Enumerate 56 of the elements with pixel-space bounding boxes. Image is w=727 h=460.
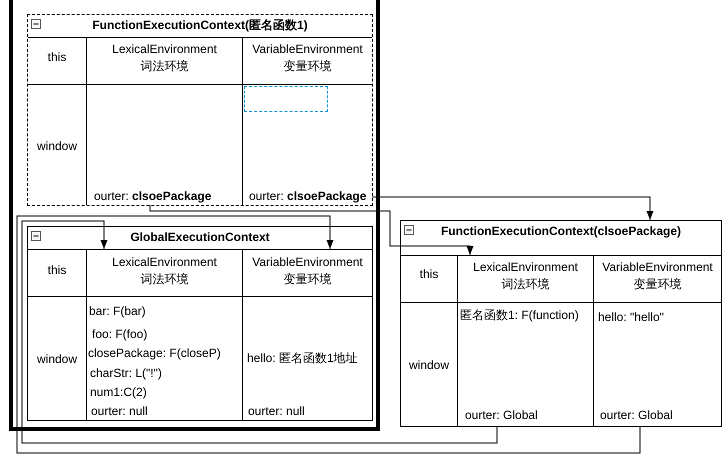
binding-entry: num1:C(2) (90, 385, 147, 399)
header-translation: 变量环境 (284, 59, 332, 73)
row-label: this (420, 267, 438, 281)
table-cell (242, 296, 372, 420)
row-label: window (36, 139, 78, 153)
table-cell (593, 255, 721, 302)
stack-frame (9, 0, 380, 431)
table-title: GlobalExecutionContext (130, 230, 270, 244)
table-cell (242, 249, 372, 296)
column-header: VariableEnvironment (602, 260, 713, 274)
binding-entry: 匿名函数1: F(function) (460, 308, 579, 322)
row-label: window (36, 352, 78, 366)
header-translation: 词法环境 (140, 272, 188, 286)
binding-entry: bar: F(bar) (89, 304, 146, 318)
table-cell (457, 255, 593, 302)
binding-entry: ourter: clsoePackage (94, 189, 212, 203)
connector-arrow (372, 196, 654, 220)
binding-entry: hello: "hello" (598, 310, 664, 324)
table-title: FunctionExecutionContext(clsoePackage) (440, 224, 682, 238)
column-header: LexicalEnvironment (112, 42, 217, 56)
column-header: LexicalEnvironment (112, 255, 217, 269)
table-cell (86, 84, 242, 205)
binding-entry: ourter: clsoePackage (249, 189, 366, 203)
binding-entry: ourter: Global (600, 408, 673, 422)
column-header: LexicalEnvironment (473, 260, 578, 274)
header-translation: 词法环境 (140, 59, 188, 73)
column-header: VariableEnvironment (252, 255, 363, 269)
table-cell (593, 302, 721, 426)
empty-slot (244, 86, 328, 112)
binding-entry: ourter: Global (465, 408, 538, 422)
context-table (400, 220, 722, 427)
header-translation: 词法环境 (502, 277, 550, 291)
binding-entry: foo: F(foo) (92, 327, 148, 341)
table-cell (242, 37, 372, 84)
row-label: this (48, 50, 66, 64)
connector-arrow (150, 204, 474, 256)
header-translation: 变量环境 (634, 277, 682, 291)
binding-entry: closePackage: F(closeP) (88, 346, 221, 360)
table-cell (86, 296, 242, 420)
table-cell (457, 302, 593, 426)
binding-entry: ourter: null (91, 404, 148, 418)
table-cell (86, 37, 242, 84)
row-label: this (48, 263, 66, 277)
binding-entry: ourter: null (248, 404, 305, 418)
context-table (27, 14, 373, 206)
connector-arrow (16, 216, 640, 454)
context-table (27, 226, 373, 421)
column-header: VariableEnvironment (252, 42, 363, 56)
table-cell (242, 84, 372, 205)
table-title: FunctionExecutionContext(匿名函数1) (92, 18, 308, 32)
row-label: window (408, 358, 450, 372)
table-cell (86, 249, 242, 296)
binding-entry: charStr: L("!") (90, 366, 162, 380)
header-translation: 变量环境 (284, 272, 332, 286)
binding-entry: hello: 匿名函数1地址 (247, 351, 358, 365)
connector-arrow (22, 220, 498, 444)
